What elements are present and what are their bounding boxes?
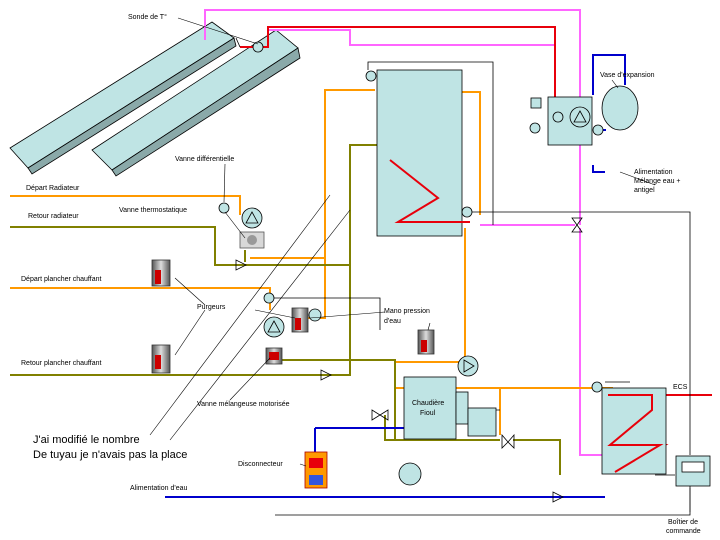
label-alim-eau: Alimentation d'eau [130,485,187,492]
note-line-1: J'ai modifié le nombre [33,434,140,446]
purgeur-boiler [417,329,435,355]
pump-floor [263,316,285,338]
label-mano: Mano pression [384,308,430,315]
label-alim-melange-1: Alimentation [634,169,673,176]
label-retour-plancher: Retour plancher chauffant [21,360,101,367]
label-boitier-2: commande [666,528,701,535]
boiler-burner [455,391,469,425]
boiler-side [467,407,497,437]
label-purgeurs: Purgeurs [197,304,226,311]
control-box-screen [681,461,705,473]
pump-solar [569,106,591,128]
label-vanne-thermo: Vanne thermostatique [119,207,187,214]
pump-radiator [241,207,263,229]
label-depart-radiateur: Départ Radiateur [26,185,80,192]
label-ecs: ECS [673,384,688,391]
label-retour-radiateur: Retour radiateur [28,213,79,220]
boiler-unit [403,376,457,440]
disconnector [304,451,328,489]
label-sonde: Sonde de T° [128,13,167,21]
label-alim-melange-3: antigel [634,187,655,194]
expansion-vessel-boiler [398,462,422,486]
olive-pipe [10,144,561,475]
small-circle-markers [263,70,604,393]
temperature-sensor [252,41,264,53]
storage-tank-upper [376,69,463,237]
pump-boiler [457,355,479,377]
pressure-gauge [308,308,322,322]
thermostatic-valve [239,231,265,249]
check-valves [235,217,583,503]
solar-collector-right [91,29,301,177]
label-disconnecteur: Disconnecteur [238,461,283,468]
purgeur-upper [151,259,171,287]
label-depart-plancher: Départ plancher chauffant [21,276,101,283]
purgeur-lower [151,344,171,374]
solar-collector-left [9,21,237,175]
label-vase: Vase d'expansion [600,72,655,79]
label-boitier-1: Boîtier de [668,519,698,526]
valve-differential [218,202,230,214]
ecs-coil [607,394,664,473]
expansion-vessel [601,85,639,131]
label-vanne-melange: Vanne mélangeuse motorisée [197,401,290,408]
upper-coil [389,159,470,223]
note-line-2: De tuyau je n'avais pas la place [33,449,187,461]
label-chaudiere-2: Fioul [420,410,436,417]
label-vanne-diff: Vanne différentielle [175,156,234,163]
purgeur-floor [291,307,309,333]
label-alim-melange-2: Mélange eau + [634,178,681,185]
label-chaudiere-1: Chaudière [412,400,444,407]
motorized-mixing-valve [265,347,283,365]
label-mano-2: d'eau [384,318,401,325]
leader-lines [149,17,691,512]
